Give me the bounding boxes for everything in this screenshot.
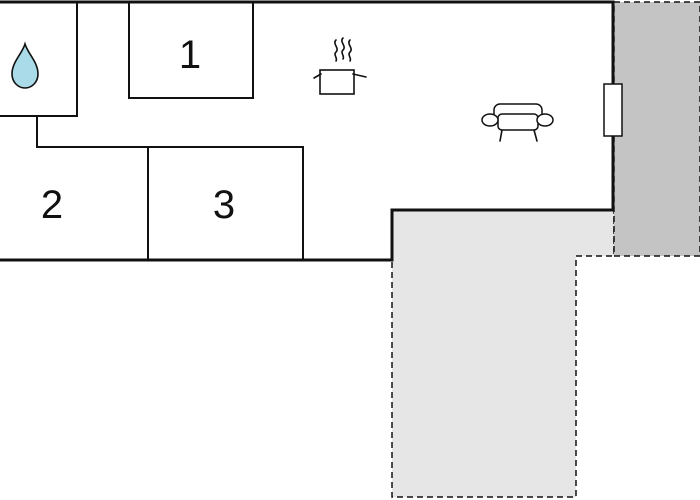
bathroom-wall: [0, 2, 78, 117]
exterior-wall: [0, 0, 615, 262]
room-label-1: 1: [179, 33, 201, 77]
balcony-area: [613, 1, 700, 257]
cooking-pot-icon: [313, 37, 367, 95]
door-icon: [603, 83, 623, 137]
water-drop-icon: [11, 41, 39, 89]
room-label-3: 3: [213, 183, 235, 227]
room-1-outline: [128, 1, 254, 99]
terrace-area: [391, 209, 615, 498]
room-label-2: 2: [41, 183, 63, 227]
corridor-wall: [36, 116, 304, 259]
sofa-icon: [481, 103, 554, 142]
